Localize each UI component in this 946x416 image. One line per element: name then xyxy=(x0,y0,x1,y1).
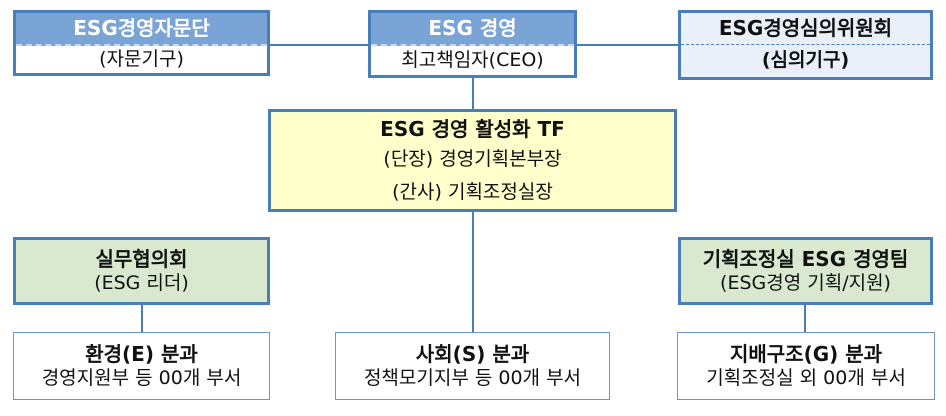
task-force-leader: (단장) 경영기획본부장 xyxy=(383,147,562,170)
task-force-secretary: (간사) 기획조정실장 xyxy=(392,180,553,203)
governance-subcommittee-title: 지배구조(G) 분과 xyxy=(729,341,883,366)
deliberation-committee-title: ESG경영심의위원회 xyxy=(681,13,930,45)
working-council-title: 실무협의회 xyxy=(95,246,188,271)
ceo-title: ESG 경영 xyxy=(371,13,574,46)
social-subcommittee-subtitle: 정책모기지부 등 00개 부서 xyxy=(363,366,582,389)
deliberation-committee-subtitle: (심의기구) xyxy=(681,45,930,77)
box-ceo: ESG 경영 최고책임자(CEO) xyxy=(368,10,577,78)
box-governance-subcommittee: 지배구조(G) 분과 기획조정실 외 00개 부서 xyxy=(677,332,935,400)
advisory-group-title: ESG경영자문단 xyxy=(16,13,267,46)
connector-team-governance xyxy=(804,304,806,332)
connector-ceo-committee xyxy=(577,44,678,46)
task-force-title: ESG 경영 활성화 TF xyxy=(380,116,565,141)
box-esg-task-force: ESG 경영 활성화 TF (단장) 경영기획본부장 (간사) 기획조정실장 xyxy=(268,109,677,212)
box-deliberation-committee: ESG경영심의위원회 (심의기구) xyxy=(678,10,933,80)
advisory-group-subtitle: (자문기구) xyxy=(16,46,267,73)
environment-subcommittee-title: 환경(E) 분과 xyxy=(85,341,198,366)
connector-advisory-ceo xyxy=(270,44,368,46)
working-council-subtitle: (ESG 리더) xyxy=(94,271,189,294)
connector-council-env xyxy=(141,304,143,332)
connector-tf-social xyxy=(472,211,474,332)
governance-subcommittee-subtitle: 기획조정실 외 00개 부서 xyxy=(706,366,906,389)
social-subcommittee-title: 사회(S) 분과 xyxy=(415,341,530,366)
environment-subcommittee-subtitle: 경영지원부 등 00개 부서 xyxy=(41,366,242,389)
ceo-subtitle: 최고책임자(CEO) xyxy=(371,46,574,75)
box-environment-subcommittee: 환경(E) 분과 경영지원부 등 00개 부서 xyxy=(13,332,270,400)
box-advisory-group: ESG경영자문단 (자문기구) xyxy=(13,10,270,76)
esg-management-team-title: 기획조정실 ESG 경영팀 xyxy=(702,246,909,271)
box-social-subcommittee: 사회(S) 분과 정책모기지부 등 00개 부서 xyxy=(335,332,610,400)
box-esg-management-team: 기획조정실 ESG 경영팀 (ESG경영 기획/지원) xyxy=(678,237,933,305)
esg-management-team-subtitle: (ESG경영 기획/지원) xyxy=(720,271,891,294)
connector-ceo-tf xyxy=(472,78,474,109)
box-working-council: 실무협의회 (ESG 리더) xyxy=(13,237,270,305)
